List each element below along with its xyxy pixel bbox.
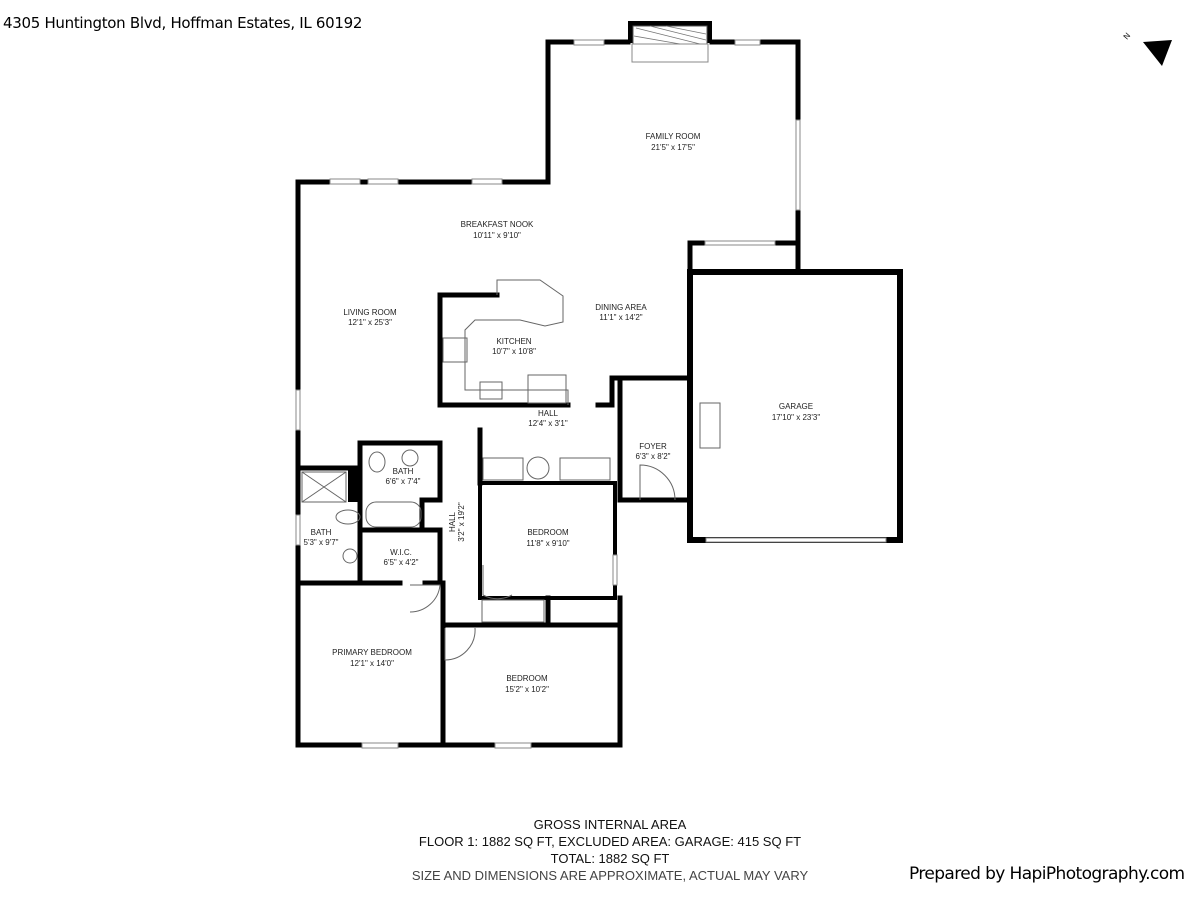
family-room-dims: 21'5" x 17'5" xyxy=(651,143,695,152)
hall-name: HALL xyxy=(538,409,559,418)
foyer-name: FOYER xyxy=(639,442,667,451)
bath-left-name: BATH xyxy=(311,528,332,537)
fireplace xyxy=(628,21,712,63)
hall-dims: 12'4" x 3'1" xyxy=(528,419,568,428)
hall-vertical-name: HALL xyxy=(448,511,457,532)
hall-vertical-dims: 3'2" x 19'2" xyxy=(457,502,466,542)
bedroom-1-name: BEDROOM xyxy=(527,528,569,537)
compass-label: N xyxy=(1122,31,1133,41)
living-room-dims: 12'1" x 25'3" xyxy=(348,318,392,327)
dining-area-name: DINING AREA xyxy=(595,303,647,312)
walls xyxy=(295,39,903,748)
area-disclaimer: SIZE AND DIMENSIONS ARE APPROXIMATE, ACT… xyxy=(411,868,809,883)
prepared-by-credit: Prepared by HapiPhotography.com xyxy=(909,864,1185,884)
bedroom-2-name: BEDROOM xyxy=(506,674,548,683)
wic-name: W.I.C. xyxy=(390,548,412,557)
wic-dims: 6'5" x 4'2" xyxy=(384,558,419,567)
room-labels: FAMILY ROOM 21'5" x 17'5" BREAKFAST NOOK… xyxy=(304,132,821,694)
bath-upper-dims: 6'6" x 7'4" xyxy=(386,477,421,486)
primary-bedroom-name: PRIMARY BEDROOM xyxy=(332,648,412,657)
kitchen-name: KITCHEN xyxy=(496,337,531,346)
bedroom-1-dims: 11'8" x 9'10" xyxy=(526,539,569,548)
bath-upper-name: BATH xyxy=(393,467,414,476)
family-room-name: FAMILY ROOM xyxy=(646,132,701,141)
bedroom-2-dims: 15'2" x 10'2" xyxy=(505,685,549,694)
breakfast-nook-name: BREAKFAST NOOK xyxy=(461,220,534,229)
windows xyxy=(295,39,887,749)
area-floor: FLOOR 1: 1882 SQ FT, EXCLUDED AREA: GARA… xyxy=(418,834,802,849)
garage-dims: 17'10" x 23'3" xyxy=(772,413,820,422)
area-title: GROSS INTERNAL AREA xyxy=(533,817,687,832)
dining-area-dims: 11'1" x 14'2" xyxy=(599,313,642,322)
property-address: 4305 Huntington Blvd, Hoffman Estates, I… xyxy=(3,14,363,32)
primary-bedroom-dims: 12'1" x 14'0" xyxy=(350,659,394,668)
garage-name: GARAGE xyxy=(779,402,813,411)
fixtures xyxy=(301,279,721,661)
kitchen-dims: 10'7" x 10'8" xyxy=(492,347,536,356)
living-room-name: LIVING ROOM xyxy=(343,308,397,317)
area-summary: GROSS INTERNAL AREA FLOOR 1: 1882 SQ FT,… xyxy=(360,816,860,884)
north-arrow-icon: N xyxy=(1122,31,1172,66)
bath-left-dims: 5'3" x 9'7" xyxy=(304,538,339,547)
breakfast-nook-dims: 10'11" x 9'10" xyxy=(473,231,521,240)
foyer-dims: 6'3" x 8'2" xyxy=(636,452,671,461)
area-total: TOTAL: 1882 SQ FT xyxy=(550,851,670,866)
